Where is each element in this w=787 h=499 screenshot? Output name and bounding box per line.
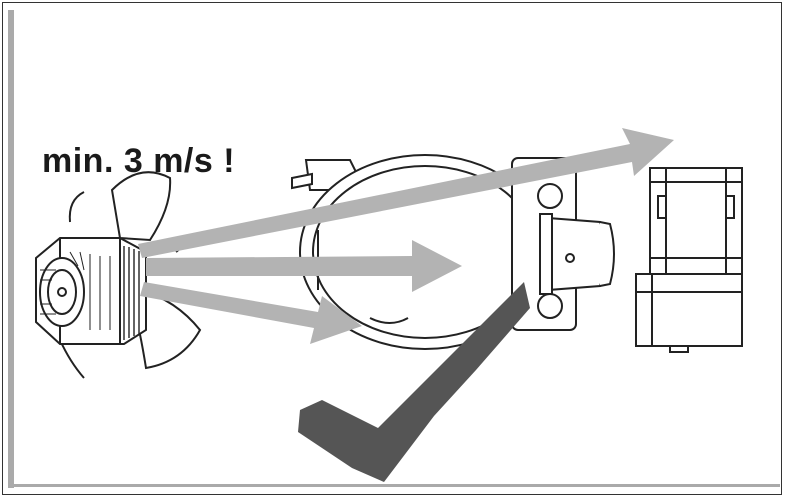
frame-left-bar — [8, 10, 14, 488]
frame-bottom-line — [8, 484, 780, 487]
frame-border — [2, 2, 782, 495]
airflow-arrow-middle — [146, 240, 462, 292]
airflow-arrow-top — [138, 128, 674, 258]
airflow-arrow-bottom — [140, 282, 362, 344]
airflow-arrows — [138, 128, 674, 344]
relay-icon — [635, 167, 743, 353]
checkmark-icon — [298, 282, 530, 482]
airflow-min-speed-label: min. 3 m/s ! — [42, 142, 236, 180]
fan-motor-icon — [35, 171, 209, 379]
